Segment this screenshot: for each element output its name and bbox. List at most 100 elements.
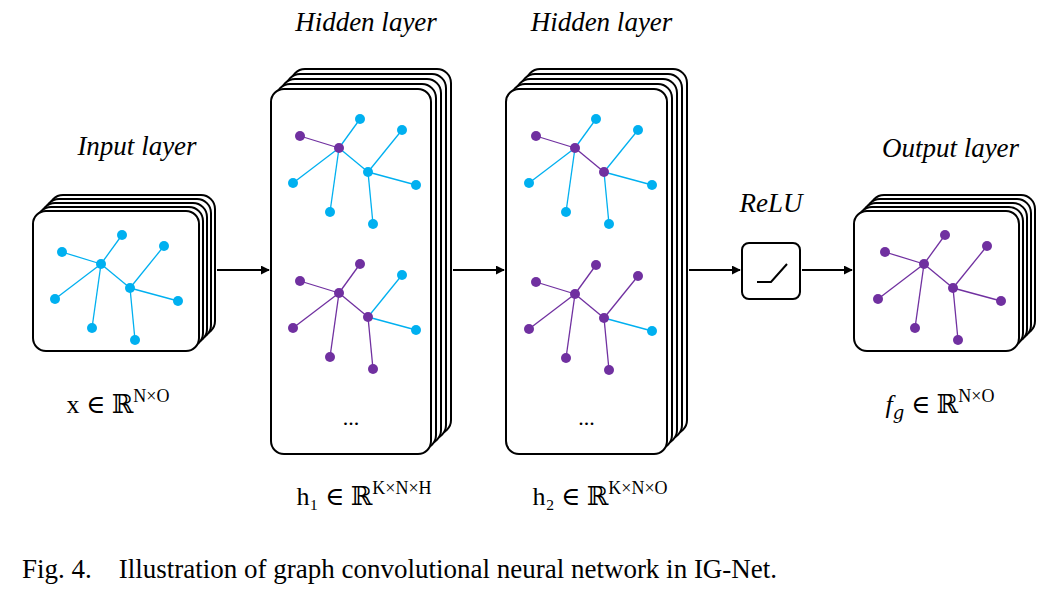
graph-vertex [288,178,298,188]
dimension-label: f𝑔 ∈ ℝN×O [886,390,995,422]
graph-vertex [953,335,963,345]
graph-edge [101,235,122,264]
graph-edge [878,264,924,299]
graph-vertex [173,296,183,306]
graph-vertex [524,324,534,334]
graph-vertex [96,259,106,269]
graph-vertex [325,207,335,217]
arrow-connector [217,269,269,271]
graph-edge [101,264,130,288]
layer-panel: Output layer [853,210,1020,352]
graph-edge [536,282,575,294]
graph-vertex [561,207,571,217]
graph-vertex [591,114,601,124]
graph-vertex [570,143,580,153]
graph-vertex [397,125,407,135]
graph-edge [953,288,1001,301]
graph-edge [604,276,638,318]
graph-edge [566,294,575,358]
graph-vertex [880,247,890,257]
graph-vertex [50,294,60,304]
graph-vertex [368,219,378,229]
math-part: 𝑔 [893,398,905,428]
graph-edge [368,317,373,369]
graph-edge [536,136,575,148]
graph-edge [575,294,604,318]
ellipsis: ... [578,406,595,430]
graph-edge [566,148,575,212]
graph-edge [604,318,652,331]
activation-box: ReLU [741,242,801,300]
layer-panel: Hidden layer... [505,88,668,455]
relu-symbol [743,244,799,298]
graph-vertex [355,114,365,124]
graph-vertex [397,270,407,280]
graph-vertex [604,365,614,375]
math-part: ∈ ℝ [904,390,958,420]
layer-heading: Output layer [882,133,1019,163]
graph-edge [300,136,339,148]
graph-vertex [996,296,1006,306]
dimension-label: x ∈ ℝN×O [66,390,169,422]
layer-heading: Hidden layer [295,7,437,37]
graph-vertex [363,312,373,322]
graph-vertex [325,352,335,362]
graph-vertex [561,353,571,363]
layer-panel: Hidden layer... [270,88,432,455]
graph-edge [368,172,373,224]
graph-vertex [531,277,541,287]
graph-edge [300,281,339,293]
graph-vertex [295,276,305,286]
layer-heading: ReLU [740,188,803,218]
graph-vertex [125,283,135,293]
layer-heading: Hidden layer [531,7,673,37]
ellipsis: ... [343,406,360,430]
math-part: h₁ ∈ ℝ [296,482,372,512]
graph-edge [368,317,416,330]
graph-vertex [570,289,580,299]
math-part: K×N×O [608,473,667,503]
graph-edge [339,148,368,172]
graph-vertex [411,325,421,335]
graph-edge [575,148,604,172]
layer-panel: Input layer [32,210,200,352]
graph-vertex [591,260,601,270]
graph-edge [604,318,609,370]
graph-vertex [57,247,67,257]
graph-edge [62,252,101,264]
graph-edge [953,288,958,340]
graph-vertex [411,180,421,190]
layer-heading: Input layer [77,131,196,161]
graph-vertex [910,323,920,333]
math-part: f [886,390,893,420]
graph-edge [293,293,339,328]
graph-edge [915,264,924,328]
graph-vertex [633,271,643,281]
graph-edge [92,264,101,328]
graph-vertex [599,167,609,177]
graph-edge [368,130,402,172]
graph-edge [330,148,339,212]
math-part: K×N×H [372,473,431,503]
graph-edge [924,235,945,264]
dimension-label: h₁ ∈ ℝK×N×H [296,482,431,514]
graph-edge [130,246,164,288]
graph-vertex [334,143,344,153]
graph-edge [575,265,596,294]
graph-vertex [647,326,657,336]
graph-edge [130,288,178,301]
graph-vertex [647,180,657,190]
graph-vertex [288,323,298,333]
graph-edge [529,148,575,183]
graph-vertex [982,241,992,251]
graph-edge [529,294,575,329]
graph-edge [339,264,360,293]
graph-vertex [599,313,609,323]
graph-illustration [272,90,430,453]
graph-vertex [368,364,378,374]
graph-illustration [507,90,666,453]
graph-edge [604,130,638,172]
graph-edge [604,172,609,224]
graph-edge [604,172,652,185]
arrow-connector [453,269,504,271]
